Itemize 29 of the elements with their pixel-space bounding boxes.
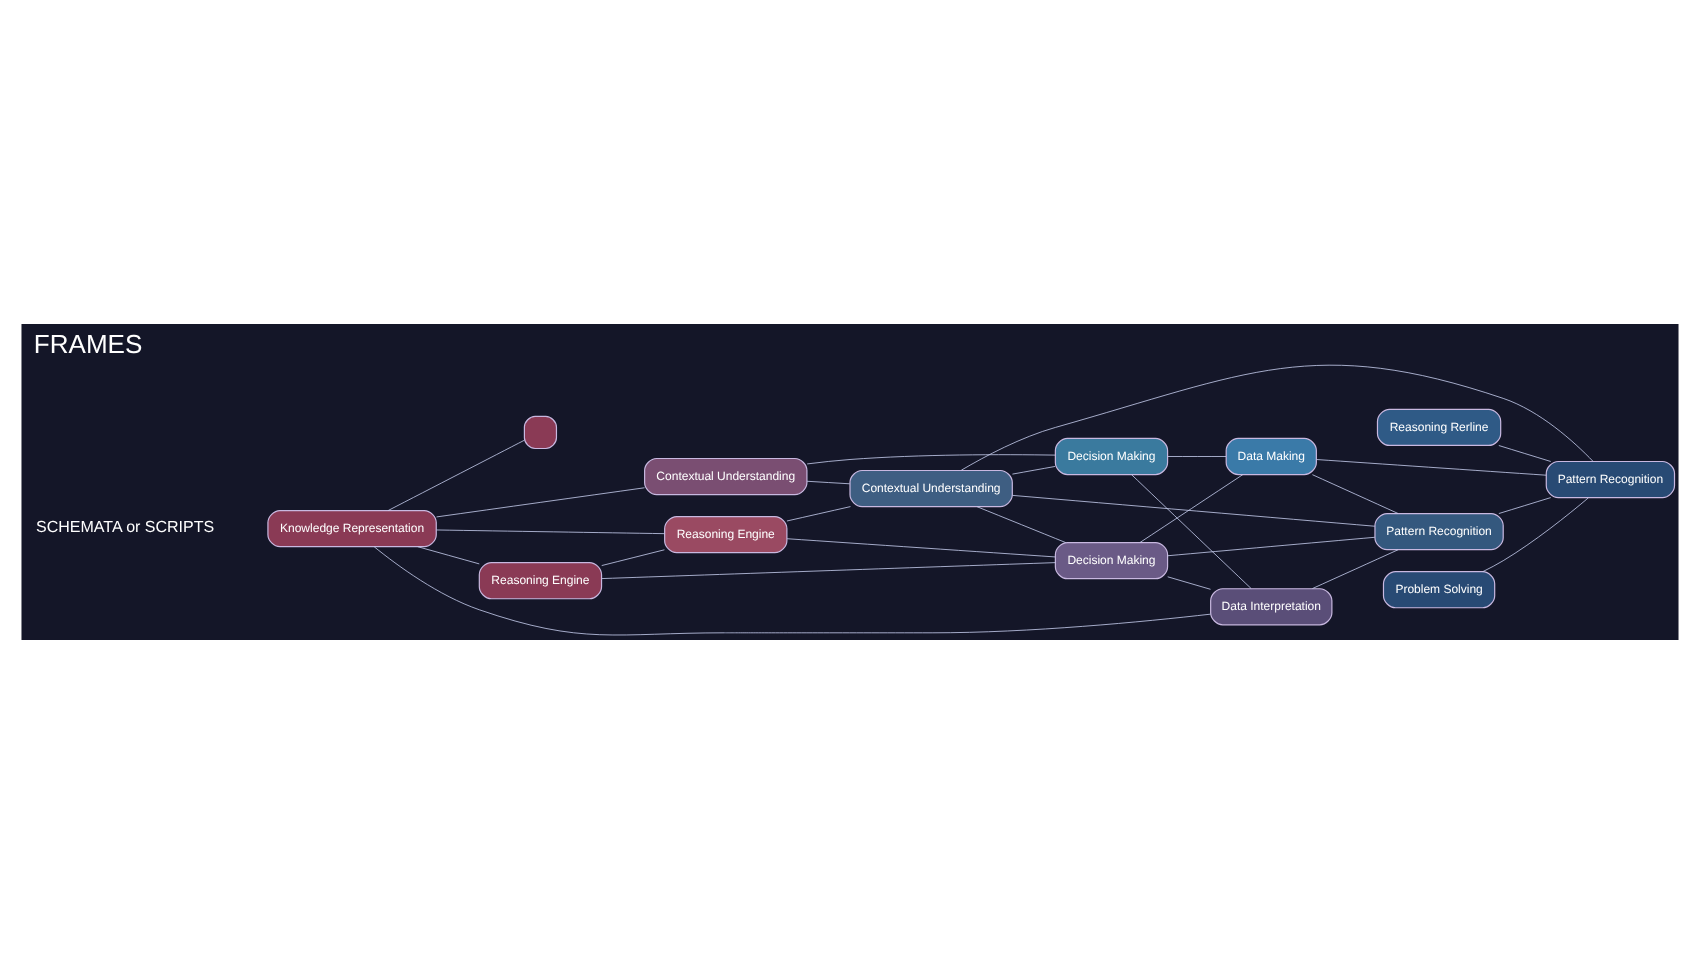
connector (1166, 455, 1226, 456)
connector (1481, 496, 1588, 571)
connector (1311, 473, 1398, 513)
connector (805, 453, 1055, 464)
connector (416, 545, 479, 564)
connector (785, 537, 1055, 557)
connector (1166, 535, 1375, 556)
connector (975, 505, 1066, 542)
connector (1497, 444, 1551, 461)
connector (435, 528, 664, 534)
connector (1497, 496, 1551, 513)
connector (386, 438, 524, 510)
connector (435, 486, 644, 517)
connector (959, 364, 1593, 470)
connector (805, 479, 850, 484)
connector (600, 561, 1055, 578)
connector (1010, 493, 1375, 526)
connector (1138, 473, 1243, 542)
connector (1166, 575, 1210, 589)
connector (1311, 548, 1398, 588)
diagram-title: FRAMES (32, 327, 142, 358)
connector (372, 545, 1210, 635)
connector (600, 548, 664, 565)
connector (1011, 465, 1055, 474)
connector (1130, 473, 1251, 588)
label: SCHEMATA or SCRIPTS (35, 517, 214, 536)
node-box (522, 414, 557, 449)
connector (1315, 458, 1546, 475)
connector (785, 505, 850, 521)
